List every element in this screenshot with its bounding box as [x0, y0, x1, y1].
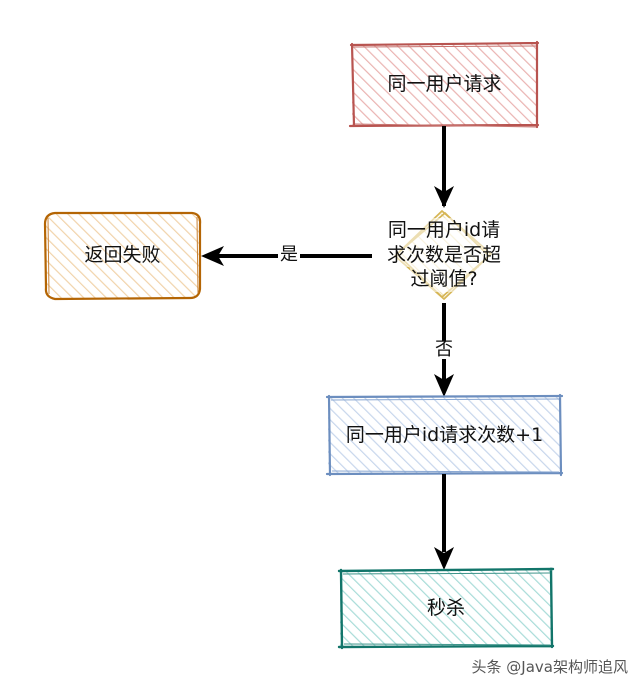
node-seckill-label: 秒杀 — [340, 570, 552, 647]
increment-text: 同一用户id请求次数+1 — [345, 423, 544, 446]
arrowhead-check-to-fail — [201, 246, 224, 266]
arrowhead-check-to-increment — [434, 374, 454, 397]
arrowhead-increment-to-seckill — [434, 547, 454, 570]
node-request — [348, 40, 540, 129]
edge-label-no: 否 — [433, 339, 455, 360]
node-fail — [43, 211, 202, 301]
seckill-text: 秒杀 — [426, 596, 465, 619]
node-seckill — [337, 567, 555, 650]
fail-text: 返回失败 — [84, 244, 161, 267]
node-check-label: 同一用户id请 求次数是否超 过阈值? — [364, 214, 524, 296]
check-text-line-1: 同一用户id请 — [387, 217, 501, 243]
request-text: 同一用户请求 — [387, 73, 502, 96]
watermark: 头条 @Java架构师追风 — [471, 658, 628, 676]
check-text-line-3: 过阈值? — [410, 267, 478, 293]
arrowhead-request-to-check — [434, 186, 454, 208]
check-text-line-2: 求次数是否超 — [386, 242, 501, 268]
node-request-label: 同一用户请求 — [352, 44, 537, 126]
edge-label-yes: 是 — [278, 244, 300, 265]
node-increment — [325, 393, 564, 477]
node-fail-label: 返回失败 — [45, 214, 200, 298]
node-increment-label: 同一用户id请求次数+1 — [328, 397, 561, 474]
